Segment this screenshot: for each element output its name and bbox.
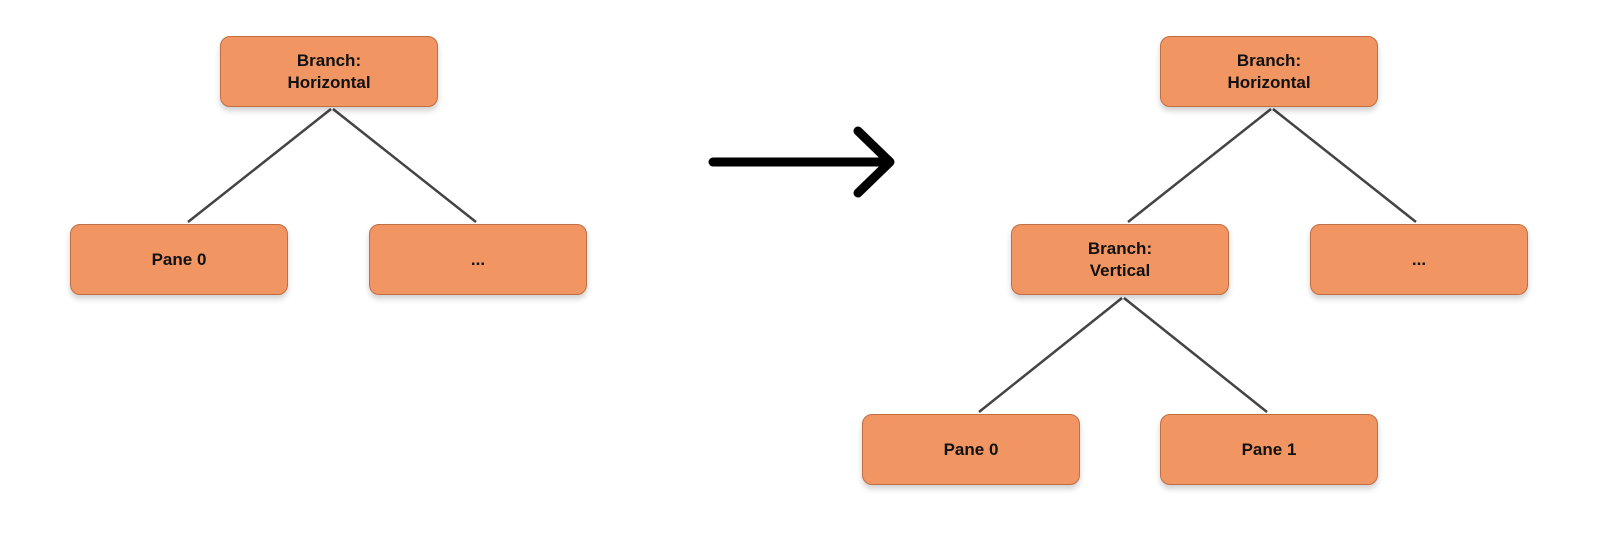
node-label: Pane 0 <box>151 249 207 269</box>
before-pane-0-node: Pane 0 <box>70 224 288 295</box>
before-root-node: Branch: Horizontal <box>220 36 438 107</box>
node-label: Branch: <box>1087 238 1153 258</box>
node-label: Pane 0 <box>943 439 999 459</box>
after-ellipsis-node: ... <box>1310 224 1528 295</box>
after-root-node: Branch: Horizontal <box>1160 36 1378 107</box>
edge-after-mid-leaf1 <box>1123 297 1268 413</box>
edge-after-root-mid <box>1127 108 1272 223</box>
after-pane-0-node: Pane 0 <box>862 414 1080 485</box>
after-pane-1-node: Pane 1 <box>1160 414 1378 485</box>
edge-after-root-right <box>1272 108 1417 223</box>
arrow-right-icon <box>708 126 895 198</box>
node-label: ... <box>1411 249 1427 269</box>
after-vertical-branch-node: Branch: Vertical <box>1011 224 1229 295</box>
edge-before-root-left <box>187 108 332 223</box>
node-label: ... <box>470 249 486 269</box>
edge-before-root-right <box>332 108 477 223</box>
node-label: Pane 1 <box>1241 439 1297 459</box>
node-label: Branch: <box>296 50 362 70</box>
node-label: Branch: <box>1236 50 1302 70</box>
node-label: Horizontal <box>1227 72 1311 92</box>
edge-after-mid-leaf0 <box>978 297 1123 413</box>
before-ellipsis-node: ... <box>369 224 587 295</box>
node-label: Horizontal <box>287 72 371 92</box>
node-label: Vertical <box>1089 260 1151 280</box>
